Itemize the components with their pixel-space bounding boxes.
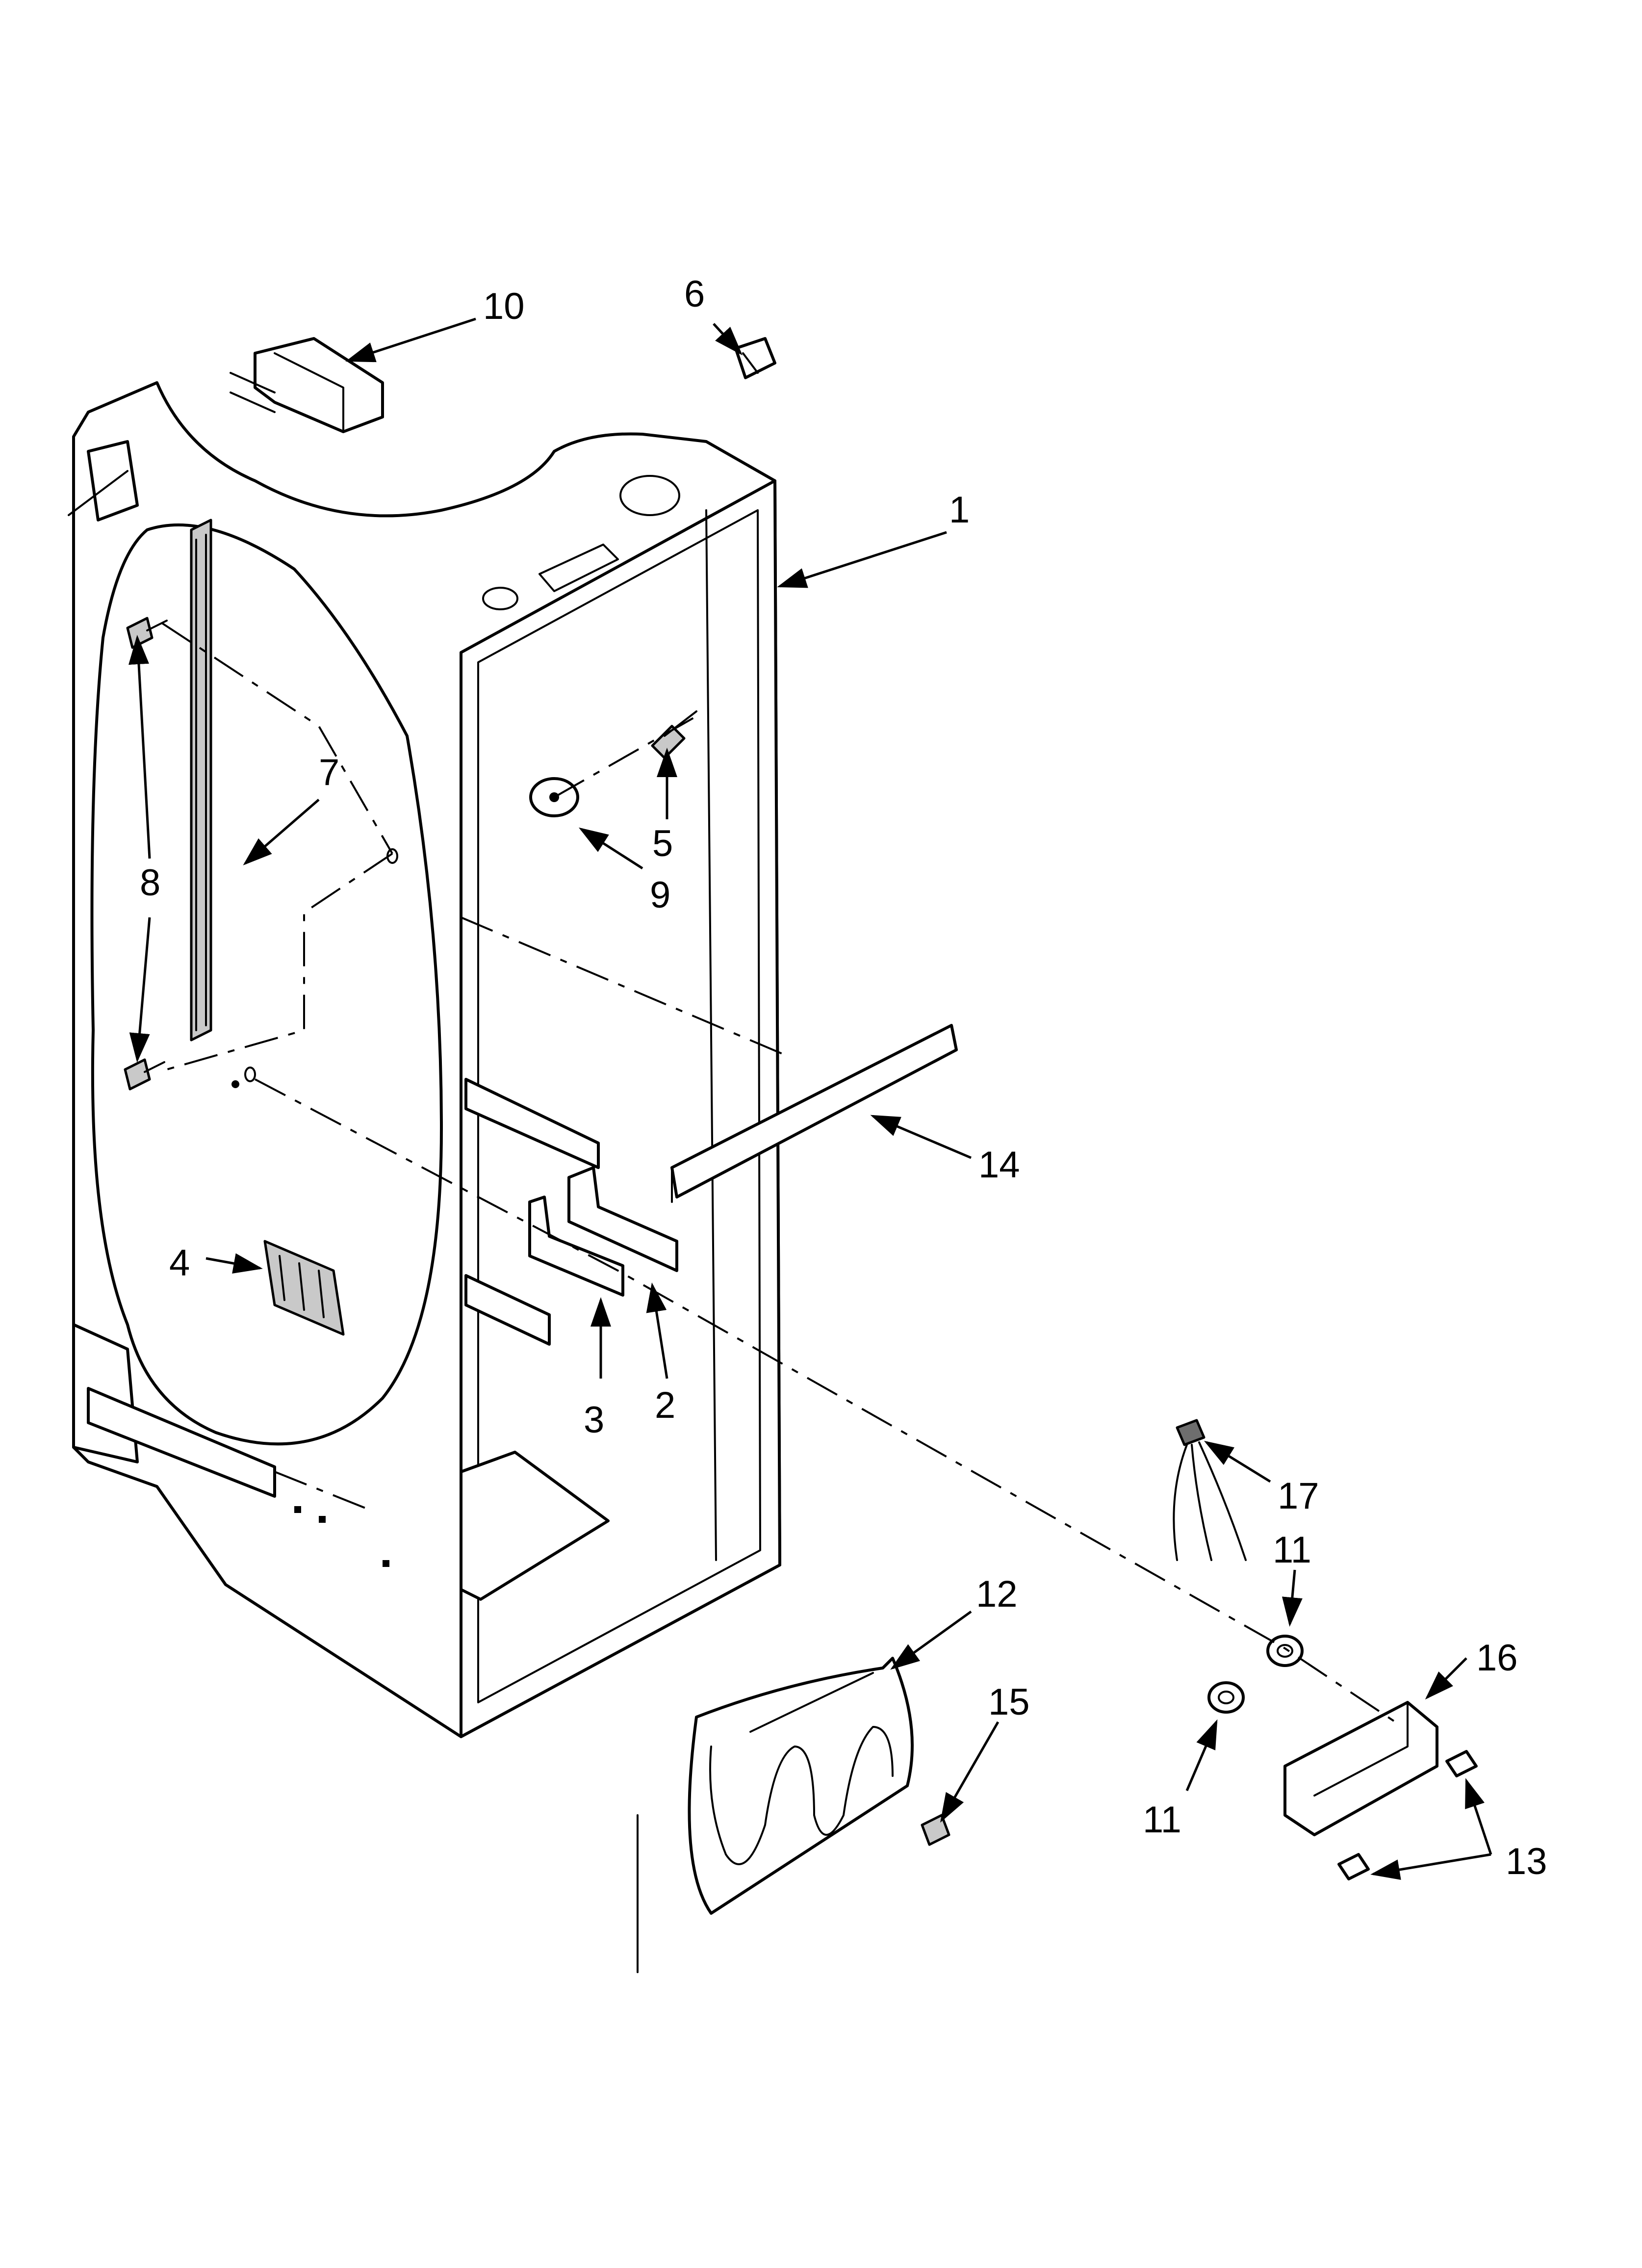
evaporator-coil [637,1657,914,1973]
callout-8: 8 [140,862,160,904]
callout-5: 5 [652,823,673,864]
callout-9: 9 [650,874,670,916]
grommets-part-11 [1207,1635,1304,1714]
brackets-part-2-3 [528,1166,678,1297]
leader-lines [128,317,1492,1880]
callout-1: 1 [949,489,970,531]
callout-12: 12 [976,1573,1018,1615]
callout-11-lower: 11 [1143,1799,1181,1841]
callout-13: 13 [1506,1841,1547,1882]
callout-6: 6 [684,273,705,315]
clip-part [734,337,776,379]
callout-3: 3 [584,1399,604,1441]
callout-10: 10 [483,286,525,327]
callout-16: 16 [1476,1637,1518,1679]
control-housing [230,337,384,433]
wire-harness [1173,1419,1247,1561]
callout-14: 14 [978,1144,1020,1186]
callout-11-upper: 11 [1273,1529,1311,1571]
bracket-housing [1283,1701,1438,1836]
vent-grille [263,1240,345,1336]
callout-4: 4 [169,1242,190,1284]
screw-part-15 [921,1814,950,1846]
cabinet-liner [68,381,781,1738]
shelf-bracket [670,1024,958,1203]
callout-17: 17 [1278,1475,1319,1517]
callout-2: 2 [655,1384,675,1426]
callout-labels: 1 2 3 4 5 6 7 8 9 10 11 11 12 13 14 15 1… [140,273,1547,1882]
callout-15: 15 [988,1681,1030,1723]
callout-7: 7 [319,752,339,793]
assembly-lines [161,622,1404,1728]
screws-part-13 [1337,1750,1478,1880]
